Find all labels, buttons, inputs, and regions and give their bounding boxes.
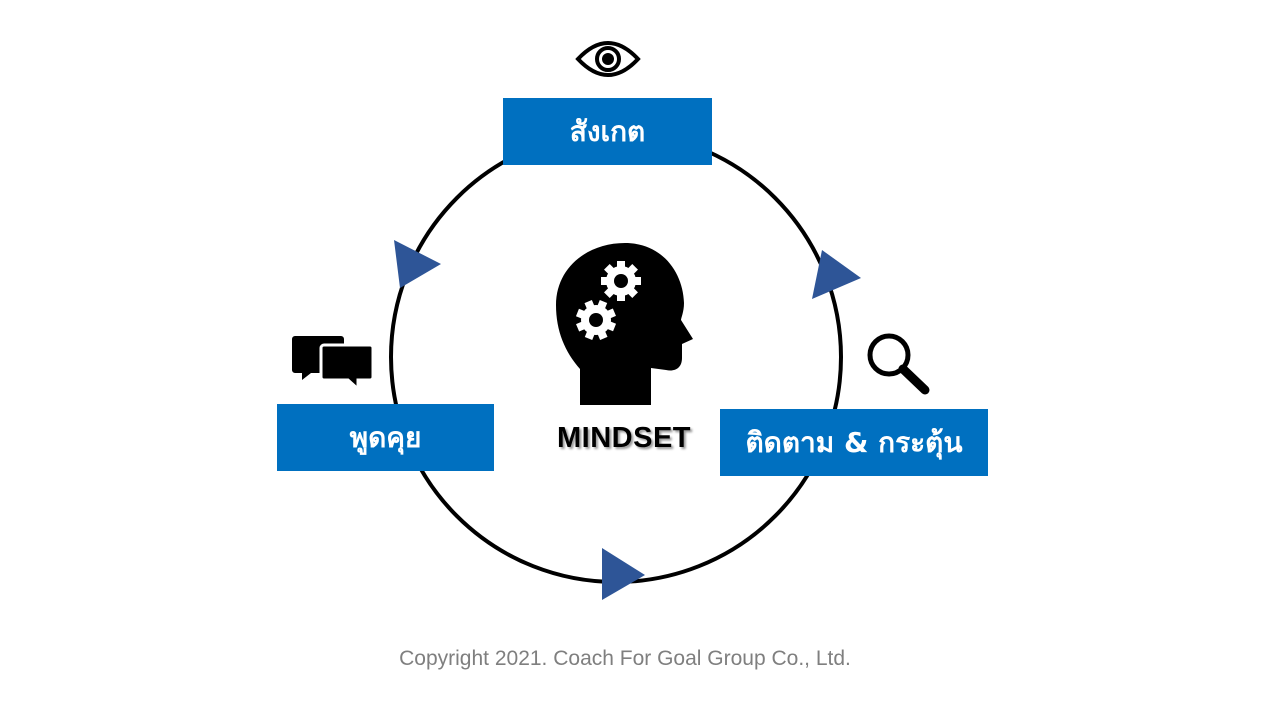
copyright-text: Copyright 2021. Coach For Goal Group Co.… — [399, 647, 851, 670]
cycle-arrow-top-right — [812, 250, 861, 299]
stage-label-observe: สังเกต — [569, 114, 646, 148]
stage-label-talk: พูดคุย — [349, 420, 422, 454]
stage-box-observe: สังเกต — [503, 98, 712, 165]
stage-box-follow-up: ติดตาม & กระตุ้น — [720, 409, 988, 476]
eye-icon — [575, 41, 641, 77]
center-label: MINDSET — [557, 422, 691, 454]
cycle-arrow-bottom — [602, 548, 645, 600]
stage-label-follow-up: ติดตาม & กระตุ้น — [745, 425, 963, 459]
stage-box-talk: พูดคุย — [277, 404, 494, 471]
magnifier-icon — [867, 333, 930, 395]
chat-bubbles-icon — [292, 336, 375, 393]
cycle-arrow-top-left — [394, 240, 441, 288]
head-gears-icon — [556, 243, 693, 405]
